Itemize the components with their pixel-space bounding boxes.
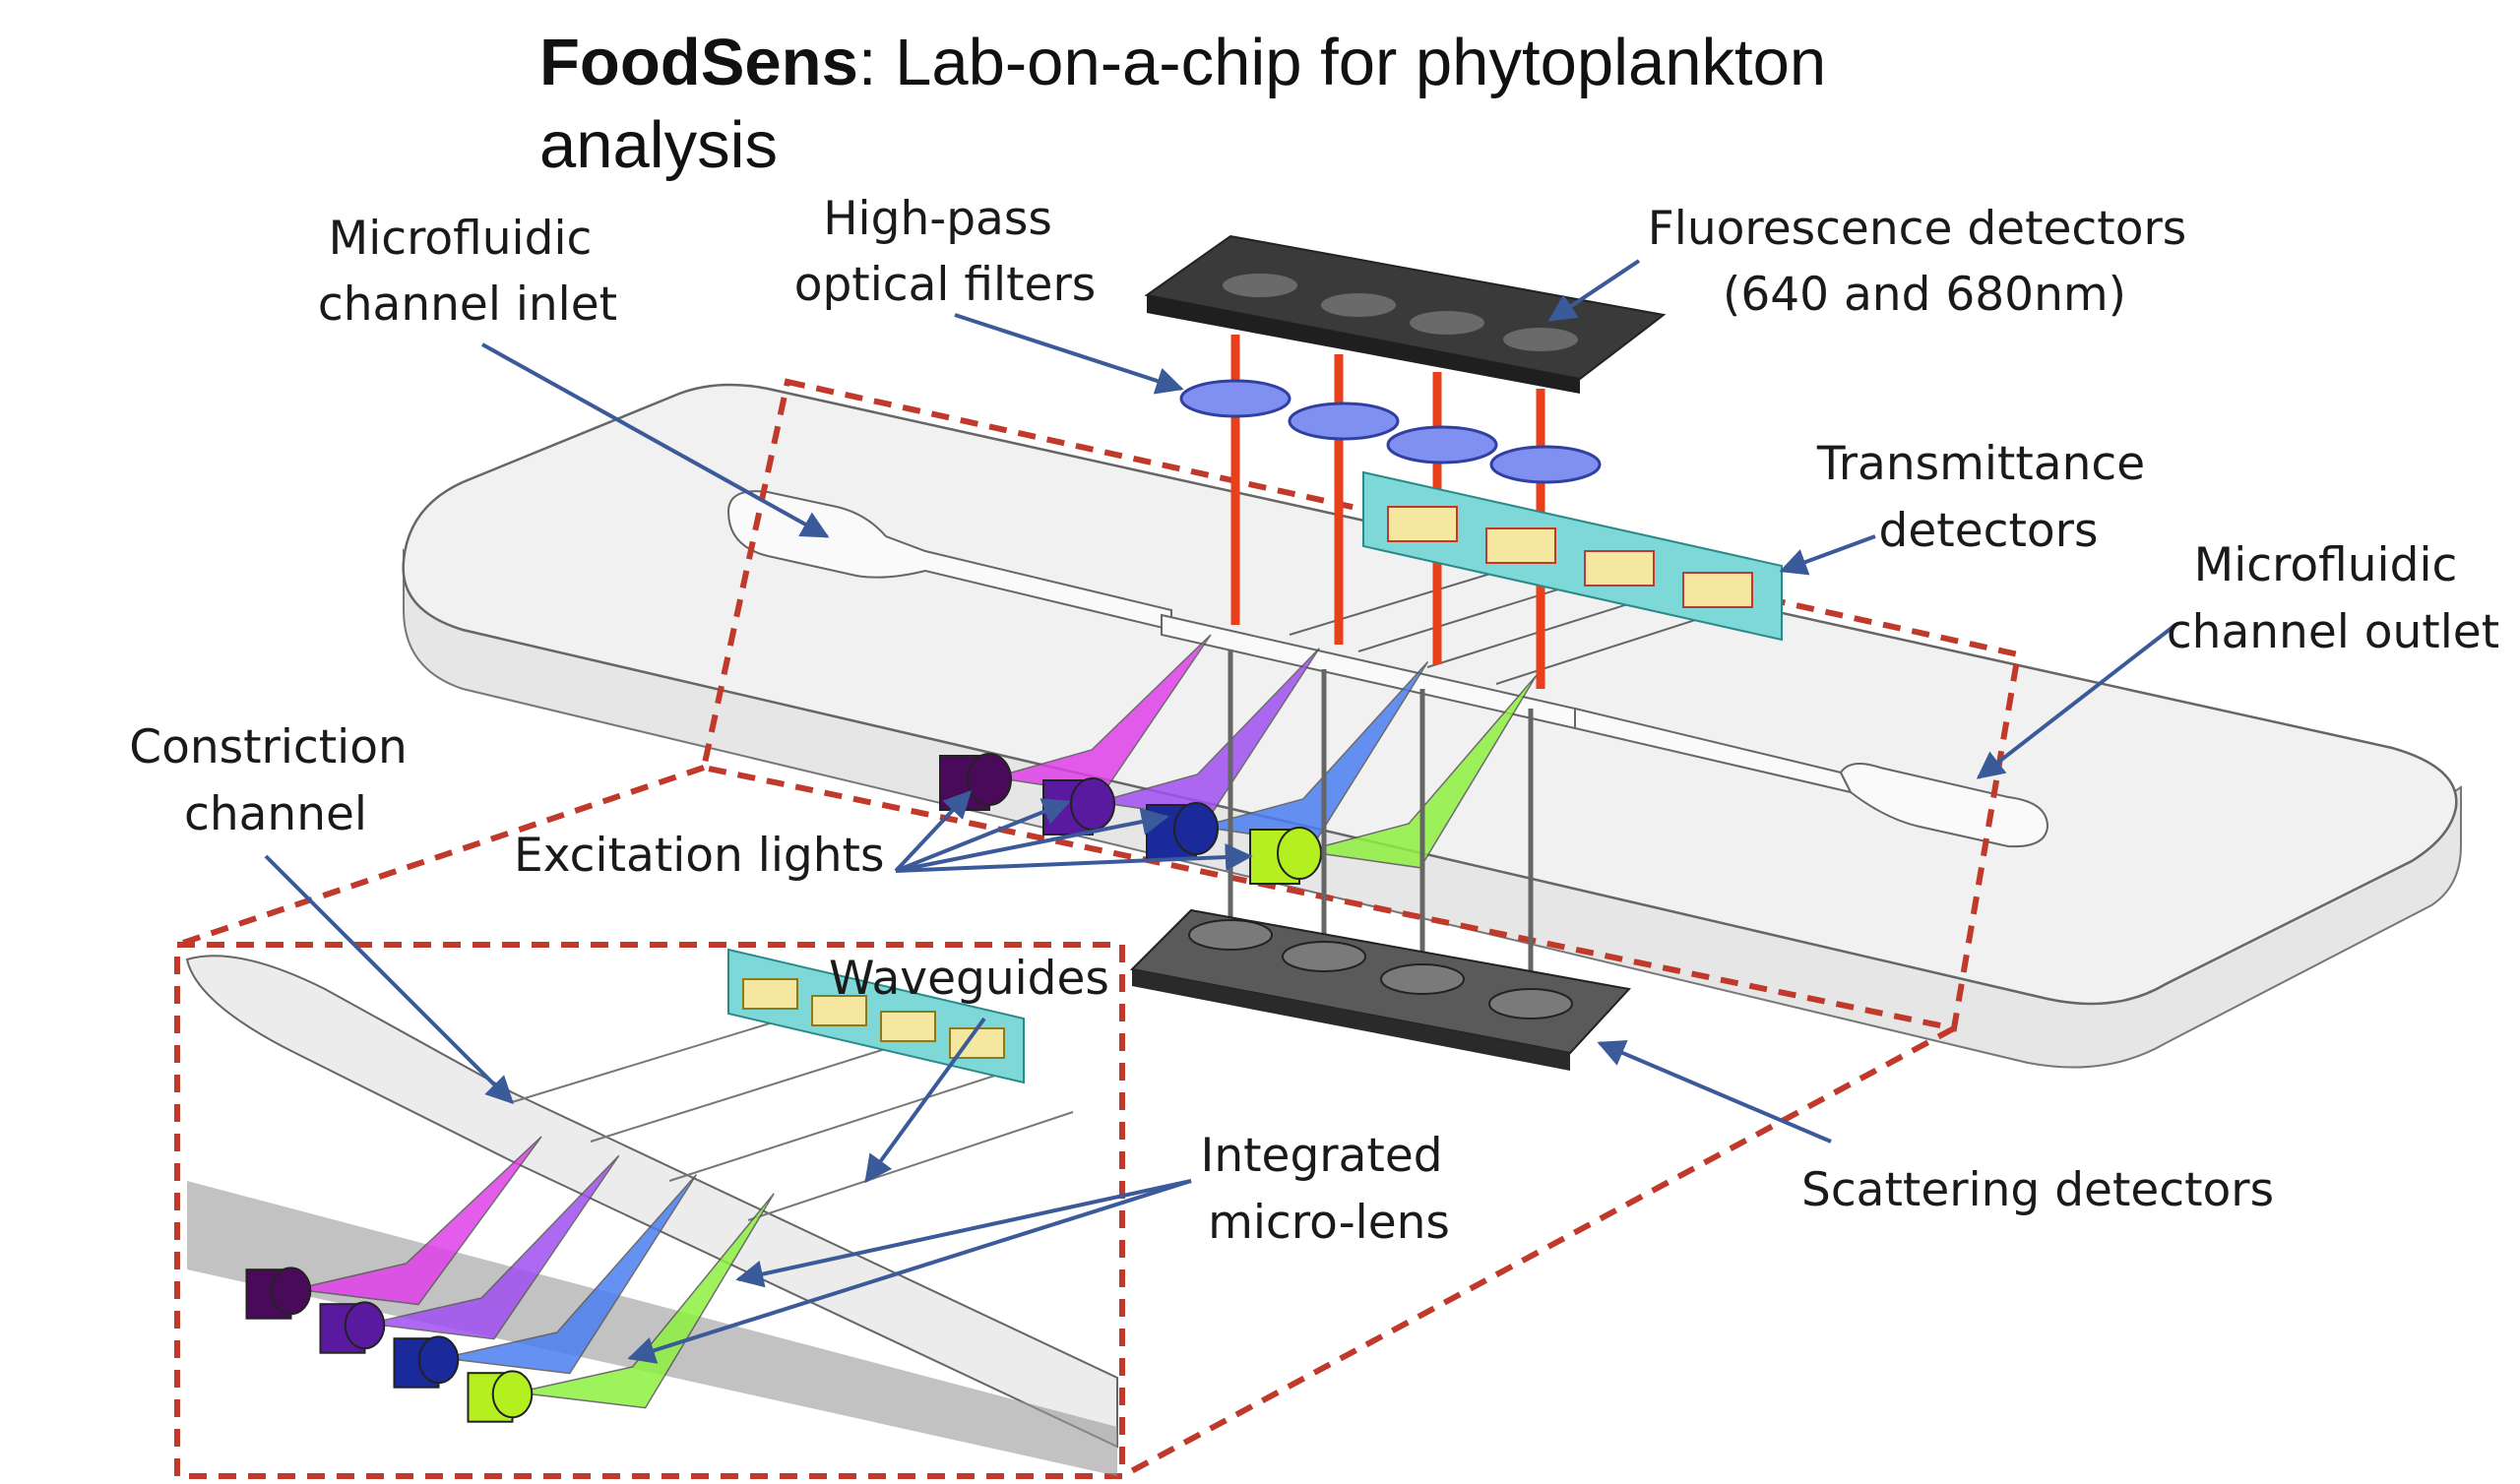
arrow-microlens-1 (735, 1179, 1192, 1288)
arrow-excitation-4 (895, 843, 1253, 873)
arrow-scattering (1597, 1039, 1832, 1144)
label-filters: High-pass optical filters (794, 192, 1097, 312)
inset-source-lens-4 (491, 1370, 534, 1419)
zoom-inset-box (174, 942, 1125, 1479)
title-line2: analysis (539, 108, 779, 182)
label-arrows (264, 259, 2177, 1364)
arrow-outlet (1976, 623, 2177, 779)
filter-2 (1288, 402, 1400, 441)
arrow-transmittance (1779, 534, 1876, 576)
label-excitation: Excitation lights (514, 829, 884, 883)
label-waveguides: Waveguides (829, 952, 1109, 1006)
fluorescence-sensor-1 (1223, 274, 1297, 297)
scattering-sensor-2 (1282, 941, 1366, 972)
transmittance-detector-board (1362, 470, 1783, 642)
inset-beam-3 (442, 1174, 698, 1375)
scattering-sensor-4 (1488, 988, 1573, 1020)
zoom-line-bottom (1120, 1025, 1956, 1479)
inset-contents (185, 948, 1118, 1476)
source-lens-1 (967, 753, 1012, 806)
label-microlens: Integrated micro-lens (1200, 1129, 1457, 1250)
inset-source-lens-2 (344, 1301, 386, 1350)
label-outlet: Microfluidic channel outlet (2167, 538, 2499, 659)
label-scattering: Scattering detectors (1801, 1163, 2274, 1217)
inset-source-lens-1 (270, 1267, 312, 1316)
arrow-microlens-2 (627, 1179, 1192, 1364)
scattering-detector-board (1129, 649, 1631, 1071)
source-lens-2 (1070, 777, 1115, 831)
fluorescence-detector-board (1144, 234, 1667, 394)
page-title: FoodSens: Lab-on-a-chip for phytoplankto… (539, 22, 2016, 187)
scattering-sensor-3 (1380, 963, 1465, 995)
fluorescence-sensor-4 (1503, 328, 1578, 351)
fluorescence-board-edge (1147, 295, 1580, 394)
inset-beam-1 (294, 1136, 542, 1306)
filter-3 (1386, 425, 1498, 464)
inset-excitation-beams (294, 1136, 775, 1409)
label-inlet: Microfluidic channel inlet (318, 212, 617, 332)
diagram-labels: Microfluidic channel inlet High-pass opt… (129, 192, 2499, 1250)
high-pass-filters (1179, 379, 1602, 484)
title-bold: FoodSens (539, 26, 858, 99)
channel-outlet-reservoir (1839, 763, 2049, 848)
inset-channel (185, 955, 1118, 1449)
label-fluorescence: Fluorescence detectors (640 and 680nm) (1648, 202, 2201, 322)
inset-excitation-sources (245, 1267, 534, 1423)
label-transmittance: Transmittance detectors (1816, 437, 2160, 558)
transmittance-board (1362, 470, 1783, 642)
inset-beam-4 (516, 1193, 775, 1409)
scattering-board-edge (1132, 969, 1570, 1071)
zoom-line-top (176, 765, 705, 948)
source-lens-4 (1277, 827, 1322, 880)
title-rest: : Lab-on-a-chip for phytoplankton (857, 26, 1827, 99)
arrow-fluorescence (1547, 259, 1641, 322)
arrow-waveguides (864, 1017, 986, 1184)
label-constriction: Constriction channel (129, 720, 421, 841)
scattering-posts (1228, 649, 1534, 1004)
filter-1 (1179, 379, 1292, 418)
fluorescence-sensor-3 (1410, 311, 1484, 335)
arrow-excitation-3 (895, 808, 1169, 873)
filter-4 (1489, 445, 1602, 484)
arrow-excitation-2 (895, 798, 1071, 873)
source-lens-3 (1173, 802, 1219, 855)
arrow-inlet (481, 342, 830, 538)
arrow-constriction (264, 854, 514, 1104)
transmittance-pixels (1387, 506, 1753, 608)
inset-source-lens-3 (417, 1335, 460, 1385)
arrow-filters (954, 313, 1184, 395)
scattering-sensor-1 (1188, 919, 1273, 951)
arrow-excitation-1 (894, 789, 972, 873)
inset-beam-2 (368, 1154, 620, 1340)
fluorescence-sensor-2 (1321, 293, 1396, 317)
